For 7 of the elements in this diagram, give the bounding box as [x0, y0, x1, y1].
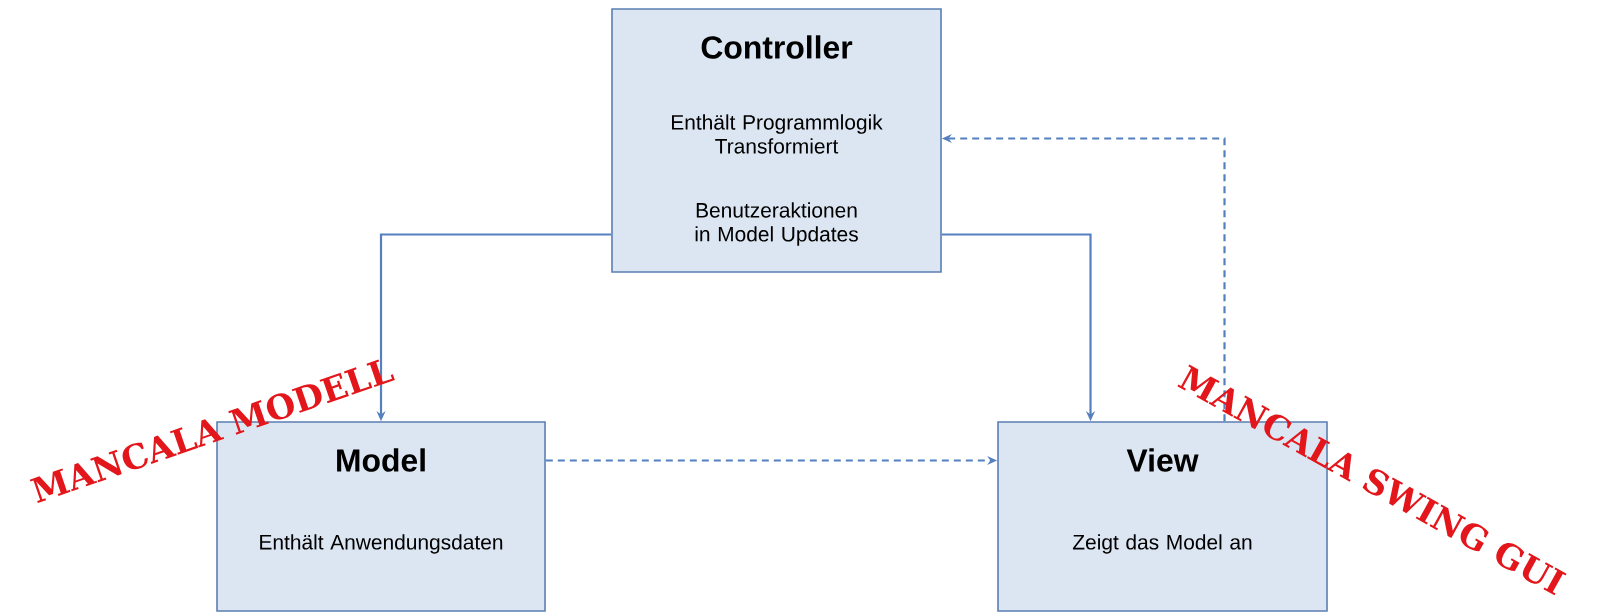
box-text: Enthält Anwendungsdaten	[260, 534, 503, 554]
box-text: Enthält Programmlogik Transformiert	[672, 114, 883, 154]
box	[611, 8, 942, 273]
box-heading: Controller	[701, 35, 853, 59]
box-text: Zeigt das Model an	[1072, 534, 1252, 554]
box-heading: Model	[337, 448, 425, 472]
box-text: Benutzeraktionen in Model Updates	[695, 202, 858, 246]
